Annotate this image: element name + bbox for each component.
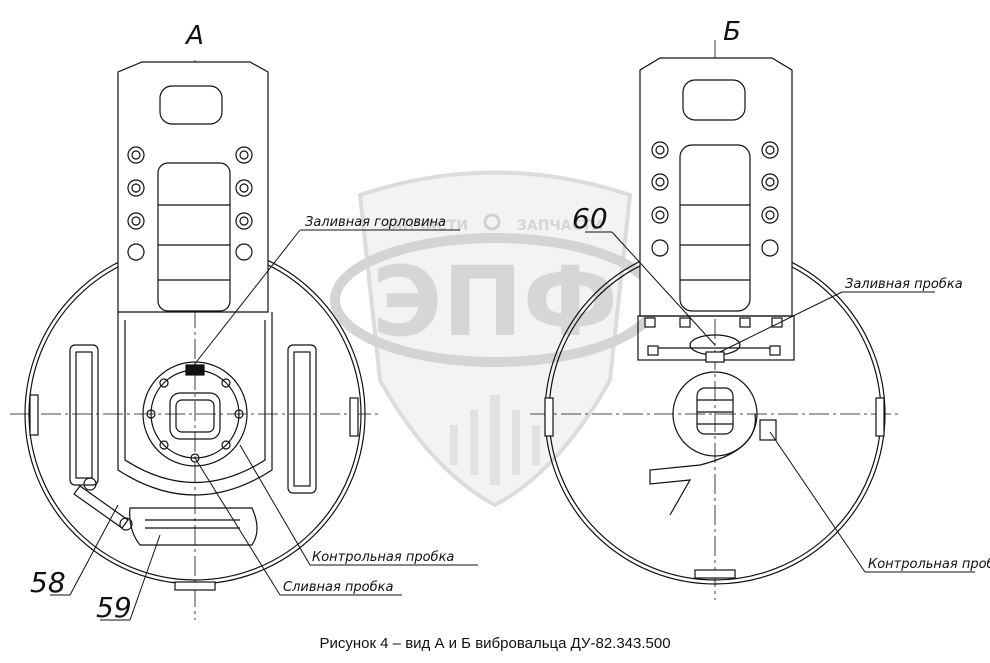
leaders-b — [585, 231, 975, 573]
bolt-holes-a — [127, 146, 253, 261]
plate-59 — [129, 507, 258, 546]
view-a — [10, 60, 380, 620]
view-a-title: А — [184, 21, 204, 51]
flange-bolts-b — [644, 317, 783, 356]
label-fill-plug-b: Заливная пробка — [845, 277, 963, 292]
watermark-logo: ЭПФ — [372, 246, 618, 358]
watermark-text-right: ЗАПЧАСТИ — [517, 218, 603, 234]
bolt-holes-b — [651, 141, 779, 257]
label-part-58: 58 — [30, 566, 66, 599]
figure-caption: Рисунок 4 – вид А и Б вибровальца ДУ-82.… — [319, 635, 670, 652]
gear-icon — [483, 213, 501, 231]
damper-a — [157, 162, 231, 312]
hub-b — [672, 371, 758, 457]
view-b-title: Б — [723, 17, 741, 47]
label-part-60: 60 — [572, 202, 608, 235]
hub-a — [142, 361, 248, 467]
label-fill-neck: Заливная горловина — [305, 215, 446, 230]
bracket-b — [639, 57, 793, 317]
label-part-59: 59 — [96, 591, 132, 624]
leaders-a — [50, 229, 478, 621]
right-slot-a — [287, 344, 317, 494]
label-drain-plug: Сливная пробка — [283, 580, 393, 595]
wheat-icon — [450, 395, 540, 485]
fill-neck-cap — [185, 364, 205, 376]
oval-hole-a — [159, 85, 223, 125]
label-control-plug-b: Контрольная пробка — [868, 557, 990, 572]
left-slot-a — [69, 344, 99, 486]
hub-core-a — [169, 392, 221, 440]
hub-core-b — [696, 387, 734, 435]
oval-hole-b — [682, 79, 746, 121]
watermark: ЭПФ ЗАПЧАСТИ ЗАПЧАСТИ — [330, 170, 660, 508]
bracket-a — [117, 61, 269, 313]
view-b — [530, 40, 900, 600]
damper-b — [679, 144, 751, 312]
arm-b — [649, 413, 756, 516]
label-control-plug-a: Контрольная пробка — [312, 550, 454, 565]
